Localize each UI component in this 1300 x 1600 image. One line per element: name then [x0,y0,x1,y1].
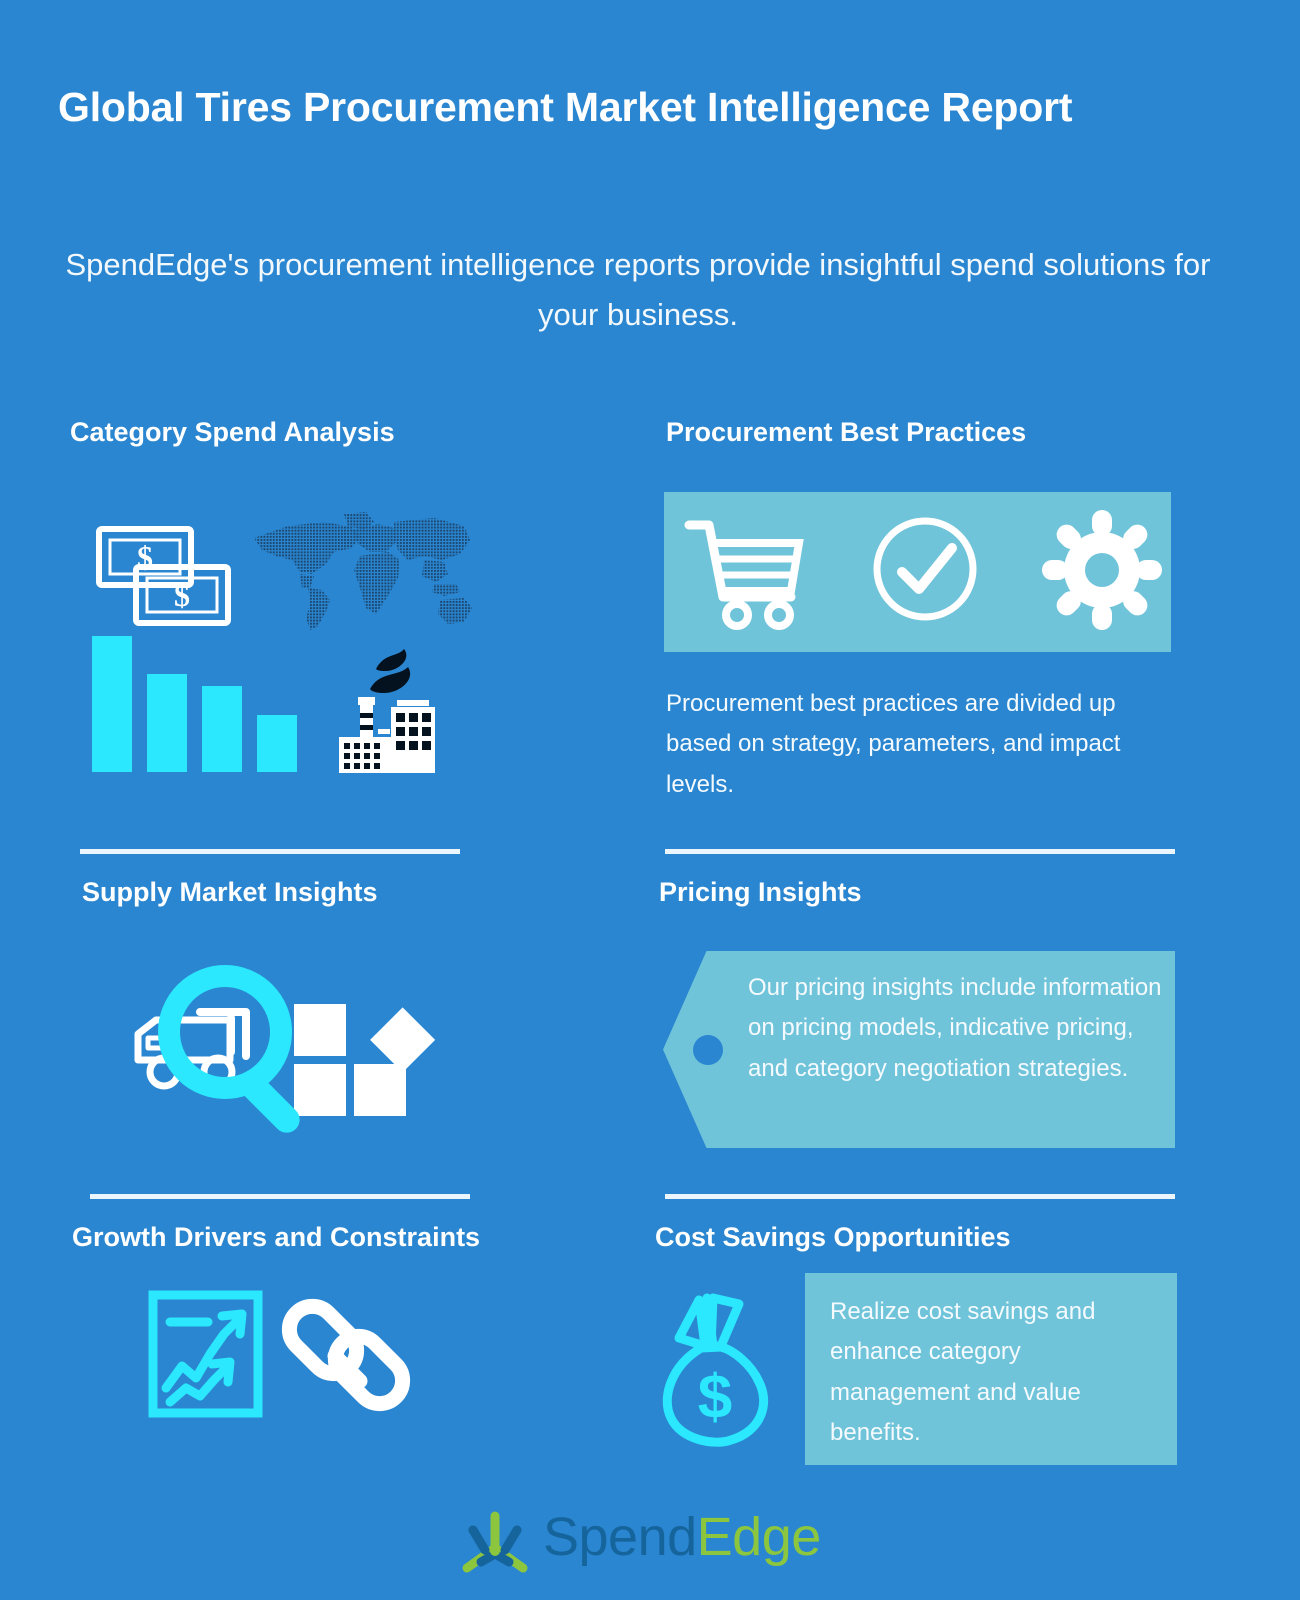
price-tag-hole [693,1035,723,1065]
world-map-icon [248,508,478,633]
best-practices-icon-band [664,492,1171,652]
section-body-pricing-insights: Our pricing insights include information… [748,974,1162,1082]
gear-icon [1042,510,1162,630]
spendedge-logo: SpendEdge [455,1498,855,1586]
factory-icon [336,645,441,773]
boxes-icon [294,1004,436,1116]
section-title-growth-drivers-and-constraints: Growth Drivers and Constraints [72,1222,481,1252]
section-body-procurement-best-practices: Procurement best practices are divided u… [666,690,1121,798]
divider-right-1 [665,849,1175,854]
banknotes-icon: $ $ [96,526,231,626]
spendedge-wordmark: SpendEdge [543,1506,821,1568]
divider-left-1 [80,849,460,854]
bar-4 [257,715,297,772]
section-title-category-spend-analysis: Category Spend Analysis [70,417,395,447]
bar-2 [147,674,187,772]
cost-savings-text-panel [805,1273,1177,1465]
bar-1 [92,636,132,772]
price-tag-icon [663,951,1175,1148]
logo-text-edge: Edge [696,1507,822,1567]
chain-link-icon [281,1290,411,1420]
svg-text:$: $ [698,1363,732,1432]
check-circle-icon [870,514,980,624]
page-title: Global Tires Procurement Market Intellig… [58,84,1073,130]
supply-market-composite-icon [118,960,436,1133]
growth-chart-icon [148,1290,266,1420]
page-subtitle: SpendEdge's procurement intelligence rep… [65,247,1211,333]
shopping-cart-icon [684,517,805,630]
divider-right-2 [665,1194,1175,1199]
section-title-cost-savings-opportunities: Cost Savings Opportunities [655,1222,1011,1252]
bar-chart-icon [92,636,302,772]
money-bag-icon: $ [655,1290,785,1450]
divider-left-2 [90,1194,470,1199]
spendedge-logo-mark [462,1511,528,1573]
section-title-supply-market-insights: Supply Market Insights [82,877,378,907]
magnifier-icon [158,965,300,1133]
section-body-cost-savings-opportunities: Realize cost savings and enhance categor… [830,1298,1096,1446]
section-title-procurement-best-practices: Procurement Best Practices [666,417,1027,447]
svg-text:$: $ [174,577,190,613]
section-title-pricing-insights: Pricing Insights [659,877,862,907]
bar-3 [202,686,242,772]
logo-text-spend: Spend [543,1507,697,1567]
